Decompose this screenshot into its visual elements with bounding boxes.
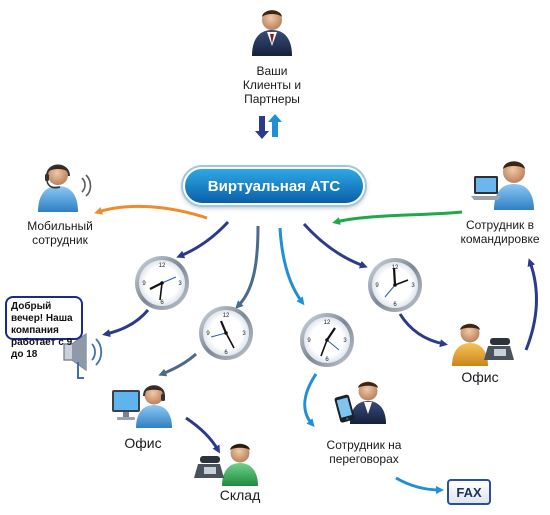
arrow-from-travel	[332, 210, 463, 225]
svg-text:12: 12	[159, 263, 166, 269]
arrow-to-fax	[395, 476, 444, 494]
person-icon	[452, 323, 488, 366]
office-right-label: Офис	[461, 369, 499, 385]
negotiation-label: Сотрудник на переговорах	[312, 438, 416, 466]
svg-text:6: 6	[325, 357, 329, 363]
negotiation-label-line: переговорах	[329, 452, 399, 466]
travel-employee-label: Сотрудник в командировке	[452, 218, 548, 246]
fax-icon: FAX	[447, 479, 491, 505]
office-left-label: Офис	[124, 435, 162, 451]
svg-text:9: 9	[375, 283, 379, 289]
svg-text:6: 6	[224, 350, 228, 356]
speaker-icon	[63, 332, 103, 379]
telephone-icon	[194, 456, 224, 478]
clients-label: Ваши Клиенты и Партнеры	[232, 64, 312, 106]
arrow-to-clock4	[302, 222, 368, 269]
travel-label-line: командировке	[460, 232, 540, 246]
svg-text:3: 3	[242, 331, 246, 337]
arrow-to-mobile	[94, 204, 208, 220]
headset-person-icon	[136, 385, 172, 428]
svg-text:6: 6	[160, 300, 164, 306]
headset-person-icon	[38, 164, 92, 212]
laptop-person-icon	[471, 161, 534, 210]
monitor-icon	[112, 390, 140, 420]
clients-label-line: Ваши	[256, 64, 288, 78]
updown-arrows-icon	[255, 114, 282, 139]
person-icon	[222, 443, 258, 486]
arrow-office-to-warehouse	[185, 416, 220, 454]
svg-text:9: 9	[142, 281, 146, 287]
mobile-label-line: Мобильный	[27, 219, 93, 233]
clock-icon: 12 3 6 9	[199, 306, 253, 360]
svg-text:3: 3	[178, 281, 182, 287]
arrow-clock1-to-bubble	[102, 309, 150, 338]
travel-label-line: Сотрудник в	[465, 218, 534, 232]
arrow-clock4-to-office	[398, 313, 448, 348]
arrow-travel-down	[518, 246, 530, 356]
smartphone-icon	[334, 394, 355, 423]
arrow-clock2-to-office	[158, 352, 198, 377]
clients-label-line: Партнеры	[244, 92, 300, 106]
svg-text:6: 6	[393, 302, 397, 308]
arrow-clock3-to-negotiation	[303, 373, 318, 428]
virtual-pbx-title: Виртуальная АТС	[183, 167, 365, 205]
person-icon	[350, 381, 386, 424]
svg-text:12: 12	[392, 265, 399, 271]
arrow-to-clock2	[235, 225, 260, 309]
clock-icon: 12 3 6 9	[135, 256, 189, 310]
mobile-employee-label: Мобильный сотрудник	[10, 219, 110, 247]
telephone-icon	[484, 338, 514, 360]
svg-text:12: 12	[223, 313, 230, 319]
clock-icon: 12 3 6 9	[368, 258, 422, 312]
negotiation-label-line: Сотрудник на	[326, 438, 402, 452]
arrow-to-clock3	[278, 227, 305, 306]
svg-text:9: 9	[206, 331, 210, 337]
mobile-label-line: сотрудник	[32, 233, 88, 247]
svg-text:3: 3	[343, 338, 347, 344]
svg-text:9: 9	[307, 338, 311, 344]
warehouse-label: Склад	[219, 487, 261, 503]
svg-text:12: 12	[324, 320, 331, 326]
arrow-office-to-travel	[524, 258, 538, 351]
person-icon	[252, 10, 292, 56]
arrow-to-clock1	[176, 220, 230, 259]
svg-text:3: 3	[411, 283, 415, 289]
greeting-bubble: Добрый вечер! Наша компания работает с 9…	[5, 296, 83, 360]
clients-label-line: Клиенты и	[242, 78, 302, 92]
clock-icon: 12 3 6 9	[300, 313, 354, 367]
